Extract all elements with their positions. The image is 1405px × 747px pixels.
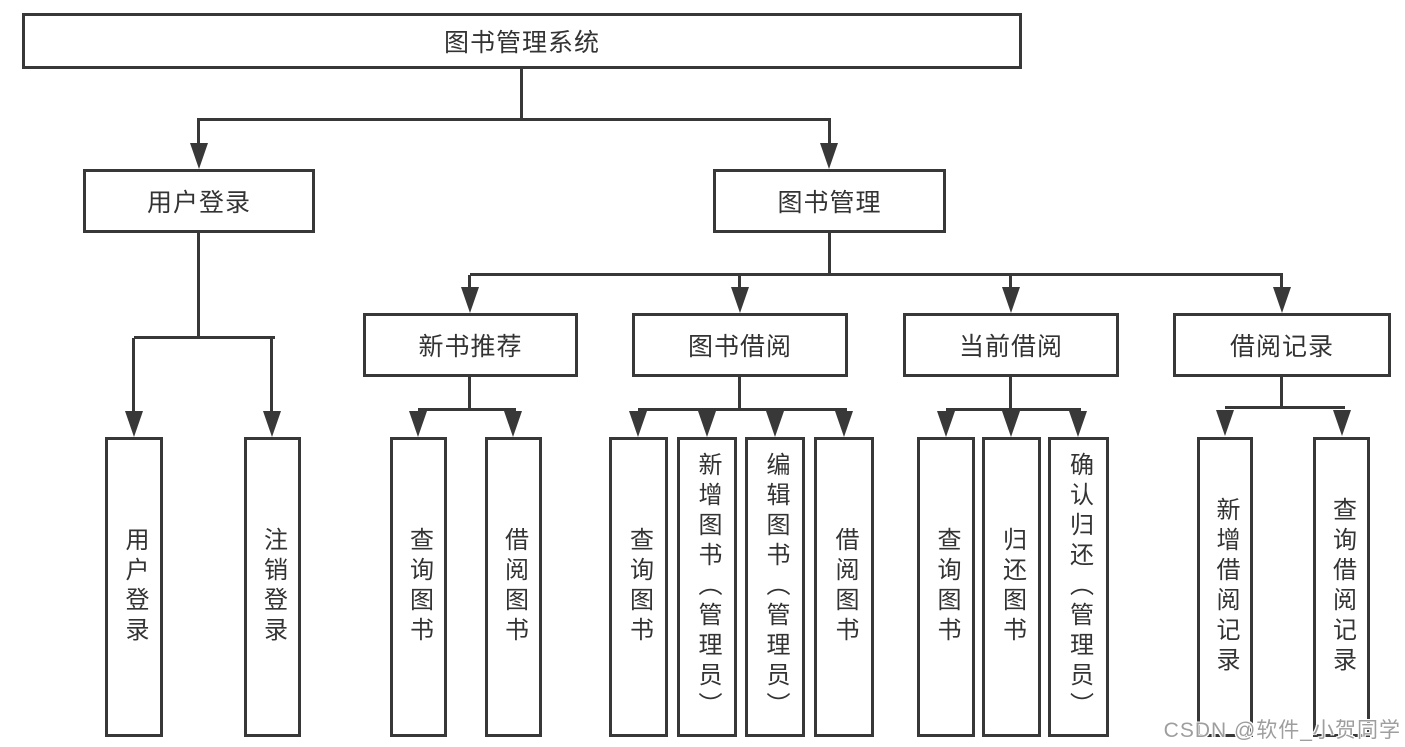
arrowhead-down (461, 287, 479, 313)
connector-line (638, 408, 847, 411)
arrowhead-down (409, 411, 427, 437)
csdn-watermark: CSDN @软件_小贺同学 (1163, 719, 1401, 742)
node-new-book-recommendation: 新书推荐 (363, 313, 578, 377)
arrowhead-down (1333, 410, 1351, 436)
node-user-login: 用户登录 (83, 169, 315, 233)
connector-line (520, 69, 523, 118)
connector-line (134, 336, 275, 339)
connector-line (946, 408, 1081, 411)
connector-line (738, 376, 741, 409)
connector-line (270, 338, 273, 413)
arrowhead-down (190, 143, 208, 169)
node-borrowing-records: 借阅记录 (1173, 313, 1391, 377)
connector-line (738, 275, 741, 289)
connector-line (828, 120, 831, 145)
connector-line (197, 233, 200, 337)
arrowhead-down (504, 411, 522, 437)
leaf-borrow-books-newbook: 借阅图书 (485, 437, 542, 737)
connector-line (418, 408, 516, 411)
connector-line (1225, 406, 1345, 409)
leaf-borrow-books-borrow: 借阅图书 (814, 437, 874, 737)
arrowhead-down (125, 411, 143, 437)
leaf-user-login: 用户登录 (105, 437, 163, 737)
arrowhead-down (1069, 411, 1087, 437)
leaf-query-books-newbook: 查询图书 (390, 437, 447, 737)
arrowhead-down (629, 411, 647, 437)
arrowhead-down (937, 411, 955, 437)
arrowhead-down (1216, 410, 1234, 436)
leaf-confirm-return-admin: 确认归还（管理员） (1048, 437, 1109, 737)
arrowhead-down (1002, 287, 1020, 313)
leaf-edit-books-admin: 编辑图书（管理员） (745, 437, 805, 737)
arrowhead-down (1002, 411, 1020, 437)
connector-line (132, 338, 135, 413)
node-book-borrowing: 图书借阅 (632, 313, 848, 377)
connector-line (1280, 275, 1283, 289)
connector-line (1009, 376, 1012, 409)
arrowhead-down (820, 143, 838, 169)
arrowhead-down (698, 411, 716, 437)
leaf-return-books: 归还图书 (982, 437, 1041, 737)
leaf-query-books-current: 查询图书 (917, 437, 975, 737)
leaf-query-borrow-record: 查询借阅记录 (1313, 437, 1370, 737)
connector-line (1009, 275, 1012, 289)
connector-line (1280, 377, 1283, 407)
connector-line (468, 275, 471, 289)
node-library-system-root: 图书管理系统 (22, 13, 1022, 69)
arrowhead-down (263, 411, 281, 437)
arrowhead-down (766, 411, 784, 437)
node-current-borrowing: 当前借阅 (903, 313, 1119, 377)
arrowhead-down (1273, 287, 1291, 313)
connector-line (468, 377, 471, 409)
leaf-logout: 注销登录 (244, 437, 301, 737)
leaf-add-borrow-record: 新增借阅记录 (1197, 437, 1253, 737)
arrowhead-down (835, 411, 853, 437)
leaf-query-books-borrow: 查询图书 (609, 437, 668, 737)
leaf-add-books-admin: 新增图书（管理员） (677, 437, 737, 737)
arrowhead-down (731, 287, 749, 313)
node-book-management: 图书管理 (713, 169, 946, 233)
connector-line (470, 273, 1283, 276)
connector-line (197, 118, 831, 121)
connector-line (197, 120, 200, 145)
connector-line (828, 233, 831, 273)
